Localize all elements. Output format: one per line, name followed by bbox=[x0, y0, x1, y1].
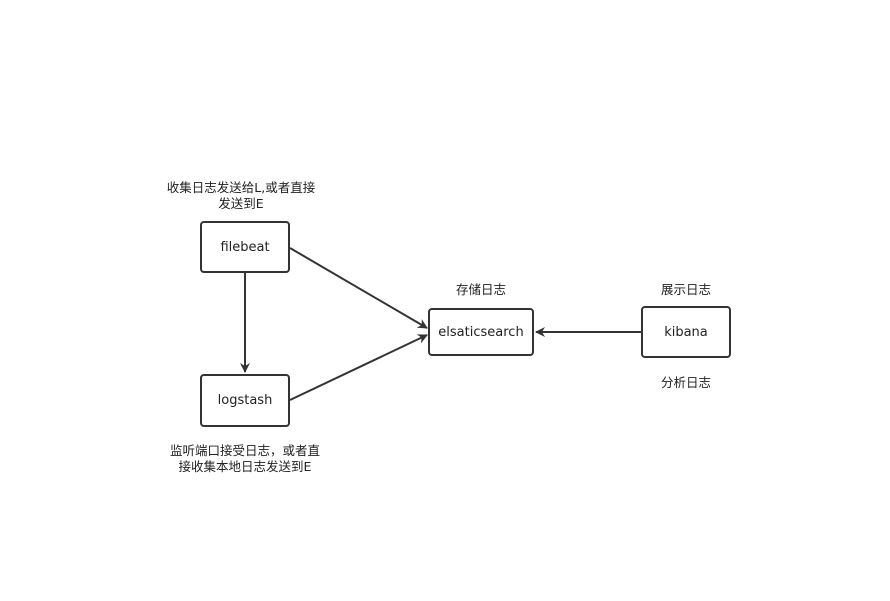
node-logstash[interactable]: logstash bbox=[200, 374, 290, 427]
filebeat-description: 收集日志发送给L,或者直接 发送到E bbox=[150, 180, 332, 212]
edge-filebeat-to-elasticsearch bbox=[289, 247, 428, 329]
node-elasticsearch-label: elsaticsearch bbox=[438, 324, 524, 340]
kibana-description-analyze: 分析日志 bbox=[660, 375, 711, 390]
node-filebeat-label: filebeat bbox=[220, 239, 270, 255]
logstash-description: 监听端口接受日志，或者直 接收集本地日志发送到E bbox=[150, 443, 340, 475]
node-elasticsearch[interactable]: elsaticsearch bbox=[428, 308, 534, 356]
filebeat-description-line-2: 发送到E bbox=[218, 196, 264, 211]
logstash-description-line-1: 监听端口接受日志，或者直 bbox=[169, 443, 320, 458]
node-logstash-label: logstash bbox=[217, 393, 273, 408]
logstash-description-line-2: 接收集本地日志发送到E bbox=[178, 459, 312, 474]
kibana-description-display: 展示日志 bbox=[660, 282, 711, 297]
edge-logstash-to-elasticsearch bbox=[289, 334, 428, 401]
filebeat-description-line-1: 收集日志发送给L,或者直接 bbox=[166, 180, 316, 195]
elasticsearch-description: 存储日志 bbox=[455, 282, 506, 297]
node-kibana[interactable]: kibana bbox=[641, 306, 731, 358]
node-filebeat[interactable]: filebeat bbox=[200, 221, 290, 273]
node-kibana-label: kibana bbox=[664, 324, 708, 340]
